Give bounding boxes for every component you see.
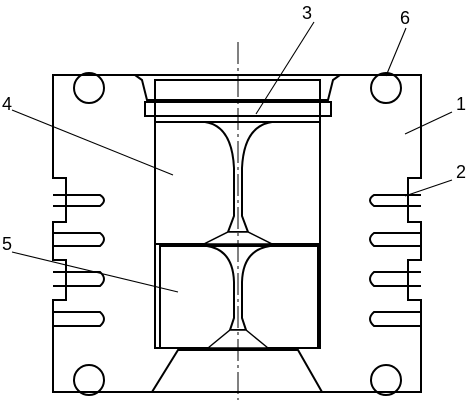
seal-ring-top-left — [73, 72, 105, 104]
seal-ring-top-right — [370, 72, 402, 104]
callout-3: 3 — [302, 3, 312, 23]
callout-2: 2 — [456, 162, 466, 182]
housing-body — [52, 74, 422, 393]
seal-rings — [73, 72, 402, 396]
callout-6: 6 — [400, 8, 410, 28]
callout-labels: 3 6 1 2 4 5 — [2, 3, 466, 254]
callout-4: 4 — [2, 94, 12, 114]
seal-ring-bottom-left — [73, 364, 105, 396]
lower-insert — [159, 245, 319, 349]
seal-ring-bottom-right — [370, 364, 402, 396]
leader-lines — [11, 21, 453, 293]
callout-5: 5 — [2, 234, 12, 254]
outer-grooves — [53, 194, 421, 327]
callout-1: 1 — [456, 94, 466, 114]
